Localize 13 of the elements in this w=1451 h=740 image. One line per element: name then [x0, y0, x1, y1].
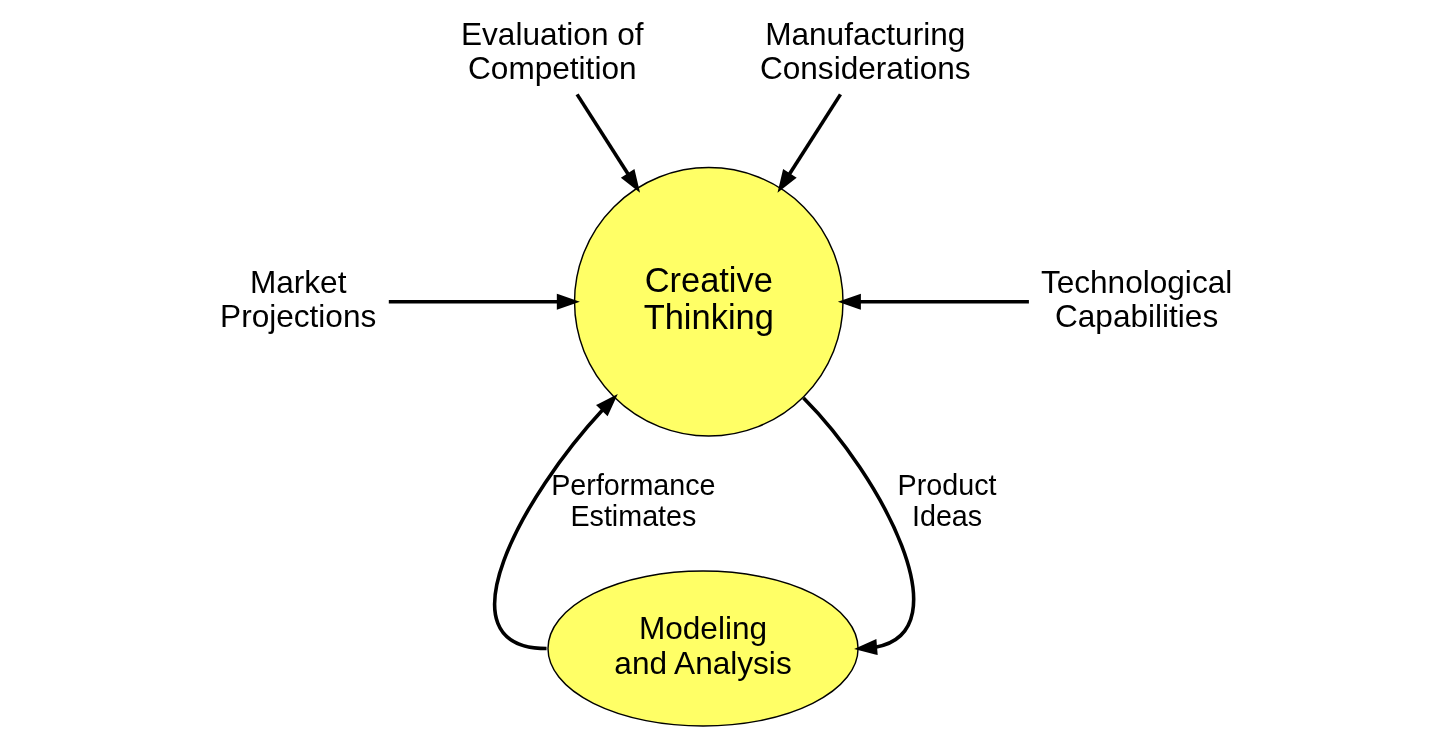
node-text: Market Projections [219, 263, 376, 335]
arrow [837, 293, 1029, 310]
node-text: Evaluation of Competition [460, 15, 644, 87]
arrow [801, 396, 915, 656]
node-text: Technological Capabilities [1040, 263, 1232, 335]
edge-label: Performance Estimates [550, 468, 716, 533]
edge-label: Product Ideas [897, 468, 997, 533]
node-text: Manufacturing Considerations [759, 15, 971, 87]
arrow [575, 93, 640, 193]
arrow [492, 394, 618, 651]
node-ellipse: Modeling and Analysis [546, 570, 859, 727]
arrow [388, 293, 580, 310]
arrow [777, 93, 842, 193]
